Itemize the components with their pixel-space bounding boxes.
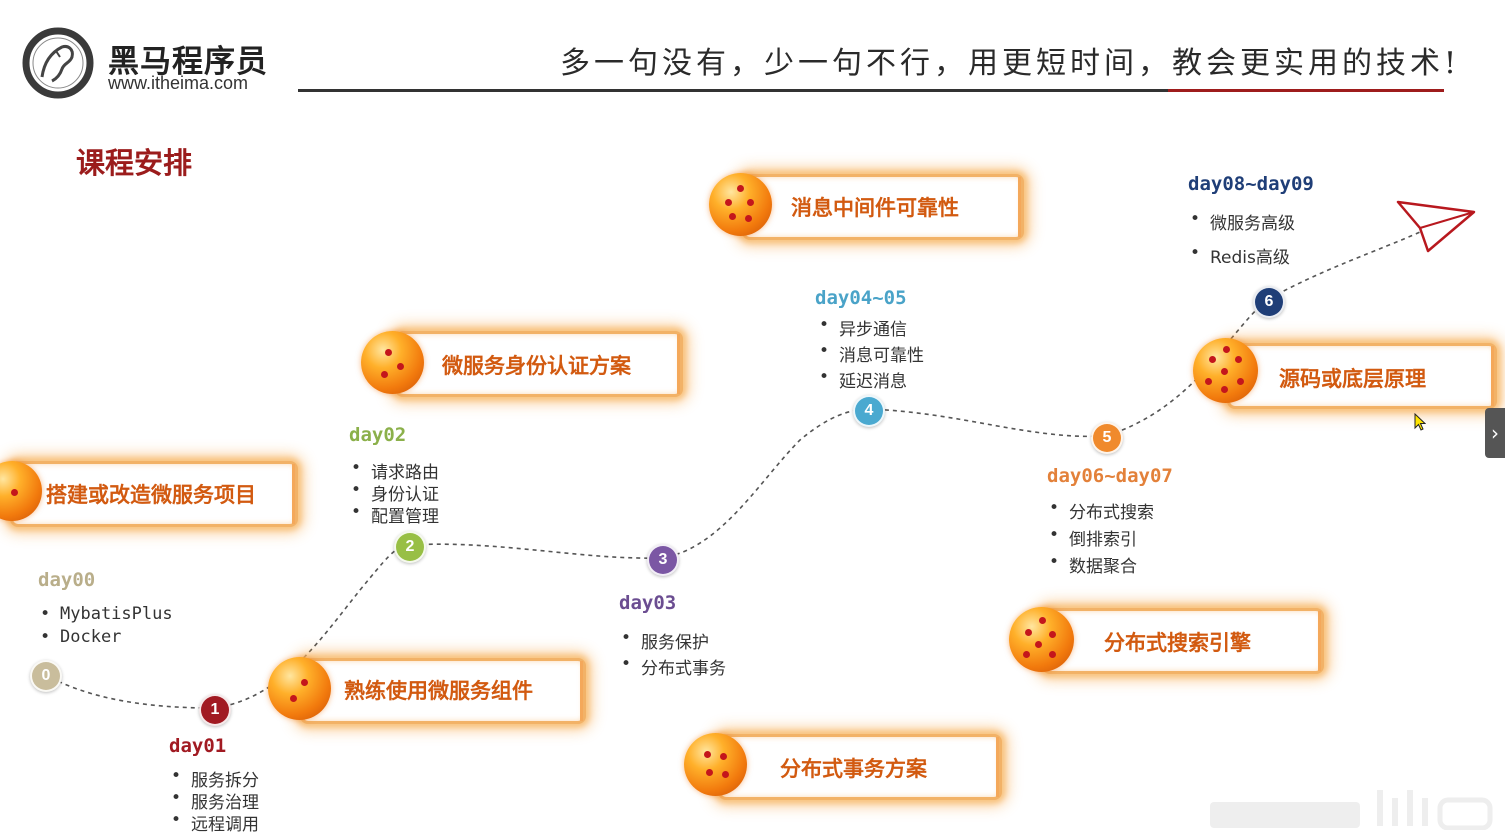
dragon-ball-icon [1193, 338, 1258, 403]
day-label-03: day03 [619, 592, 677, 614]
topic-item: 倒排索引 [1047, 525, 1154, 552]
day08-09-topics: 微服务高级 Redis高级 [1188, 209, 1295, 277]
day-label-01: day01 [169, 735, 227, 757]
card-label: 熟练使用微服务组件 [344, 679, 533, 703]
milestone-node-1: 1 [199, 694, 231, 726]
header-divider [298, 89, 1444, 92]
dragon-ball-icon [1009, 607, 1074, 672]
topic-item: Docker [38, 627, 173, 650]
day-label-00: day00 [38, 569, 96, 591]
card-mq-reliability [742, 174, 1024, 240]
day-label-08-09: day08~day09 [1188, 173, 1314, 195]
card-microservice-components [300, 658, 586, 724]
day-label-02: day02 [349, 424, 407, 446]
card-auth-solution [395, 331, 683, 397]
card-label: 分布式事务方案 [780, 757, 927, 781]
day06-07-topics: 分布式搜索 倒排索引 数据聚合 [1047, 498, 1154, 579]
logo-horse-icon [22, 27, 94, 99]
paper-plane-icon [1396, 200, 1476, 253]
day00-topics: MybatisPlus Docker [38, 604, 173, 650]
slogan: 多一句没有，少一句不行，用更短时间，教会更实用的技术! [560, 46, 1461, 81]
day04-05-topics: 异步通信 消息可靠性 延迟消息 [817, 315, 924, 393]
header-divider-accent [1168, 89, 1444, 92]
logo-url: www.itheima.com [108, 73, 249, 93]
mouse-cursor-icon [1414, 413, 1426, 431]
card-label: 搭建或改造微服务项目 [46, 483, 256, 507]
next-slide-button[interactable]: › [1485, 408, 1505, 458]
milestone-node-6: 6 [1253, 286, 1285, 318]
day-label-04-05: day04~05 [815, 287, 907, 309]
day01-topics: 服务拆分 服务治理 远程调用 [169, 766, 259, 835]
topic-item: 服务保护 [619, 628, 726, 654]
topic-item: 服务拆分 [169, 766, 259, 791]
topic-item: 数据聚合 [1047, 552, 1154, 579]
topic-item: 微服务高级 [1188, 209, 1295, 243]
topic-item: 服务治理 [169, 788, 259, 813]
milestone-node-4: 4 [853, 395, 885, 427]
dragon-ball-icon [268, 657, 331, 720]
logo-title: 黑马程序员 [108, 44, 268, 80]
day-label-06-07: day06~day07 [1047, 465, 1173, 487]
milestone-node-5: 5 [1091, 422, 1123, 454]
day02-topics: 请求路由 身份认证 配置管理 [349, 458, 439, 527]
topic-item: 分布式搜索 [1047, 498, 1154, 525]
bilibili-watermark-icon [1210, 790, 1493, 830]
day03-topics: 服务保护 分布式事务 [619, 628, 726, 680]
dragon-ball-icon [684, 733, 747, 796]
topic-item: MybatisPlus [38, 604, 173, 627]
page-title: 课程安排 [76, 146, 193, 180]
topic-item: 请求路由 [349, 458, 439, 483]
card-distributed-search [1042, 608, 1324, 674]
card-distributed-transaction [718, 734, 1002, 800]
topic-item: 延迟消息 [817, 367, 924, 393]
topic-item: 异步通信 [817, 315, 924, 341]
dragon-ball-icon [361, 331, 424, 394]
card-build-microservice [10, 461, 298, 527]
milestone-node-0: 0 [30, 660, 62, 692]
topic-item: 身份认证 [349, 480, 439, 505]
dragon-ball-icon [709, 173, 772, 236]
chevron-right-icon: › [1491, 421, 1499, 445]
card-label: 消息中间件可靠性 [791, 196, 959, 220]
topic-item: 配置管理 [349, 502, 439, 527]
card-label: 源码或底层原理 [1279, 367, 1426, 391]
topic-item: 远程调用 [169, 810, 259, 835]
card-label: 微服务身份认证方案 [442, 354, 631, 378]
topic-item: Redis高级 [1188, 243, 1295, 277]
milestone-node-2: 2 [394, 531, 426, 563]
card-source-code [1227, 343, 1497, 409]
card-label: 分布式搜索引擎 [1104, 631, 1251, 655]
milestone-node-3: 3 [647, 544, 679, 576]
topic-item: 分布式事务 [619, 654, 726, 680]
topic-item: 消息可靠性 [817, 341, 924, 367]
